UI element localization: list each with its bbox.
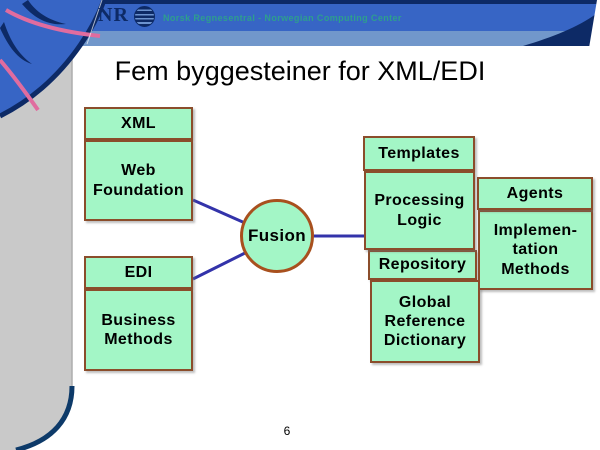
diagram-box-agents: Agents — [477, 177, 593, 210]
diagram-box-templates: Templates — [363, 136, 475, 171]
diagram-circle-fusion: Fusion — [240, 199, 314, 273]
navy-leaf-accent — [22, 0, 66, 25]
diagram-box-implementation-methods: Implemen- tation Methods — [478, 210, 593, 290]
sidebar-navy-arc — [15, 385, 75, 450]
header-light-band — [0, 31, 600, 46]
diagram-box-business-methods: Business Methods — [84, 289, 193, 371]
connector-webfoundation-fusion — [192, 198, 246, 225]
header-corner-swoosh — [523, 14, 596, 46]
diagram-box-xml: XML — [84, 107, 193, 140]
navy-leaf-accent — [0, 22, 32, 64]
page-number: 6 — [283, 424, 291, 438]
diagram-box-repository: Repository — [368, 250, 477, 280]
corner-blue-blob — [0, 0, 104, 116]
diagram-box-edi: EDI — [84, 256, 193, 289]
header-slant-edge — [589, 0, 600, 48]
connector-edi-fusion — [192, 251, 246, 281]
sidebar-gray-column — [0, 55, 72, 450]
pink-ribbon — [0, 58, 40, 112]
diagram-box-processing-logic: Processing Logic — [364, 171, 475, 250]
organization-name: Norsk Regnesentral - Norwegian Computing… — [163, 13, 402, 23]
nr-logo: NR — [98, 4, 129, 26]
diagram-box-global-reference-dictionary: Global Reference Dictionary — [370, 280, 480, 363]
diagram-box-web-foundation: Web Foundation — [84, 140, 193, 221]
pink-ribbon — [4, 8, 101, 38]
blob-edge-highlight — [86, 0, 103, 45]
globe-icon — [134, 6, 155, 27]
header-top-strip — [0, 0, 600, 4]
slide-title: Fem byggesteiner for XML/EDI — [114, 56, 486, 86]
